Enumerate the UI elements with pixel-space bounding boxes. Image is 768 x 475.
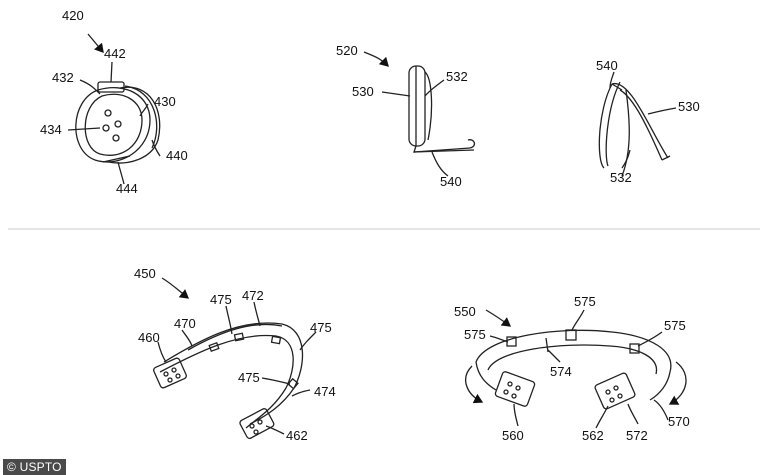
label-574: 574 (550, 364, 572, 379)
label-532-b: 532 (610, 170, 632, 185)
device-420 (76, 82, 160, 163)
device-550 (466, 330, 686, 410)
label-575-c: 575 (664, 318, 686, 333)
label-470: 470 (174, 316, 196, 331)
label-442: 442 (104, 46, 126, 61)
label-462: 462 (286, 428, 308, 443)
ref-420: 420 (62, 8, 84, 23)
label-475-c: 475 (238, 370, 260, 385)
label-572: 572 (626, 428, 648, 443)
label-460: 460 (138, 330, 160, 345)
label-475-b: 475 (310, 320, 332, 335)
label-444: 444 (116, 181, 138, 196)
label-570: 570 (668, 414, 690, 429)
label-540-a: 540 (440, 174, 462, 189)
ref-520: 520 (336, 43, 358, 58)
label-562: 562 (582, 428, 604, 443)
label-434: 434 (40, 122, 62, 137)
ref-550: 550 (454, 304, 476, 319)
label-540-b: 540 (596, 58, 618, 73)
label-475-a: 475 (210, 292, 232, 307)
label-530-a: 530 (352, 84, 374, 99)
label-575-b: 575 (464, 327, 486, 342)
device-540 (599, 82, 670, 176)
label-430: 430 (154, 94, 176, 109)
label-432: 432 (52, 70, 74, 85)
label-440: 440 (166, 148, 188, 163)
label-472: 472 (242, 288, 264, 303)
label-474: 474 (314, 384, 336, 399)
ref-450: 450 (134, 266, 156, 281)
label-532-a: 532 (446, 69, 468, 84)
label-560: 560 (502, 428, 524, 443)
label-575-a: 575 (574, 294, 596, 309)
label-530-b: 530 (678, 99, 700, 114)
source-credit: © USPTO (3, 459, 66, 475)
